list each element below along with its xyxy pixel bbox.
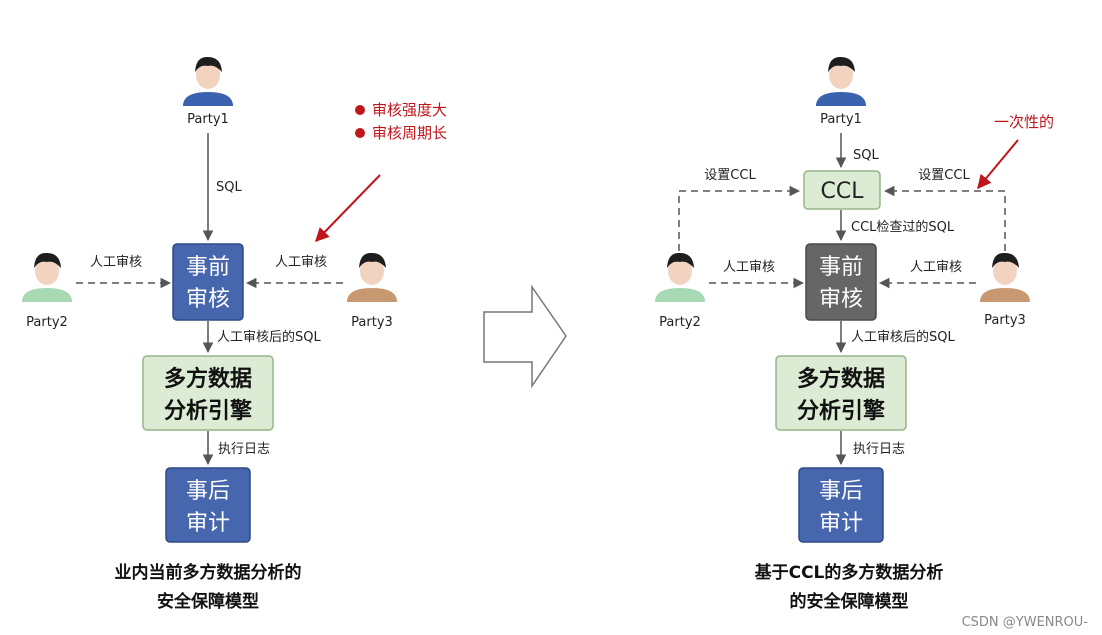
party3-person-icon <box>980 252 1030 302</box>
engine-line2: 分析引擎 <box>797 399 885 424</box>
ccl-label: CCL <box>821 179 865 204</box>
party2-label: Party2 <box>26 315 68 330</box>
engine-line2: 分析引擎 <box>164 399 252 424</box>
party2-label: Party2 <box>659 315 701 330</box>
note-bullet <box>355 105 365 115</box>
right-caption-line2: 的安全保障模型 <box>790 591 909 612</box>
sql-edge-label: SQL <box>216 180 242 195</box>
engine-line1: 多方数据 <box>797 366 885 392</box>
party1-label: Party1 <box>187 112 229 127</box>
exec-log-edge-label: 执行日志 <box>218 442 270 457</box>
note-item-2: 审核周期长 <box>372 124 447 142</box>
post-audit-line1: 事后 <box>819 479 863 504</box>
pre-review-line1: 事前 <box>186 255 230 280</box>
note-item-1: 审核强度大 <box>372 101 447 119</box>
party2-person-icon <box>22 252 72 302</box>
pre-review-line2: 审核 <box>819 287 863 312</box>
after-review-edge-label: 人工审核后的SQL <box>851 329 955 345</box>
analysis-engine-box <box>775 355 907 431</box>
analysis-engine-box <box>142 355 274 431</box>
party1-person-icon <box>816 56 866 106</box>
party3-label: Party3 <box>984 313 1026 328</box>
ccl-checked-edge-label: CCL检查过的SQL <box>851 219 955 235</box>
pre-review-box <box>172 243 244 321</box>
party2-person-icon <box>655 252 705 302</box>
post-audit-box <box>165 467 251 543</box>
manual-review-right-label: 人工审核 <box>910 260 962 275</box>
party1-label: Party1 <box>820 112 862 127</box>
manual-review-left-label: 人工审核 <box>90 255 142 270</box>
pre-review-line2: 审核 <box>186 287 230 312</box>
transition-arrow-icon <box>483 284 567 389</box>
party3-label: Party3 <box>351 315 393 330</box>
ccl-box <box>803 170 881 210</box>
post-audit-line2: 审计 <box>819 511 863 536</box>
pre-review-box <box>805 243 877 321</box>
engine-line1: 多方数据 <box>164 366 252 392</box>
post-audit-box <box>798 467 884 543</box>
left-caption-line2: 安全保障模型 <box>157 591 259 612</box>
post-audit-line1: 事后 <box>186 479 230 504</box>
manual-review-right-label: 人工审核 <box>275 255 327 270</box>
note-arrow <box>977 139 1019 190</box>
party3-person-icon <box>347 252 397 302</box>
after-review-edge-label: 人工审核后的SQL <box>217 329 321 345</box>
left-caption-line1: 业内当前多方数据分析的 <box>115 562 302 583</box>
manual-review-left-label: 人工审核 <box>723 260 775 275</box>
set-ccl-edge-left <box>678 185 801 251</box>
note-arrow <box>315 174 381 243</box>
set-ccl-edge-right <box>883 185 1006 251</box>
right-diagram: Party1 SQL CCL 设置CCL 设置CCL 一次性的 CCL检查过的S… <box>655 56 1054 612</box>
exec-log-edge-label: 执行日志 <box>853 442 905 457</box>
sql-edge-label: SQL <box>853 148 879 163</box>
right-caption-line1: 基于CCL的多方数据分析 <box>754 562 944 583</box>
pre-review-line1: 事前 <box>819 255 863 280</box>
watermark: CSDN @YWENROU- <box>962 615 1089 630</box>
one-time-note: 一次性的 <box>994 113 1054 131</box>
set-ccl-right-label: 设置CCL <box>918 168 970 183</box>
set-ccl-left-label: 设置CCL <box>704 168 756 183</box>
left-diagram: Party1 SQL 事前 审核 Party2 人工审核 Party3 人工审核… <box>22 56 447 612</box>
party1-person-icon <box>183 56 233 106</box>
note-bullet <box>355 128 365 138</box>
post-audit-line2: 审计 <box>186 511 230 536</box>
